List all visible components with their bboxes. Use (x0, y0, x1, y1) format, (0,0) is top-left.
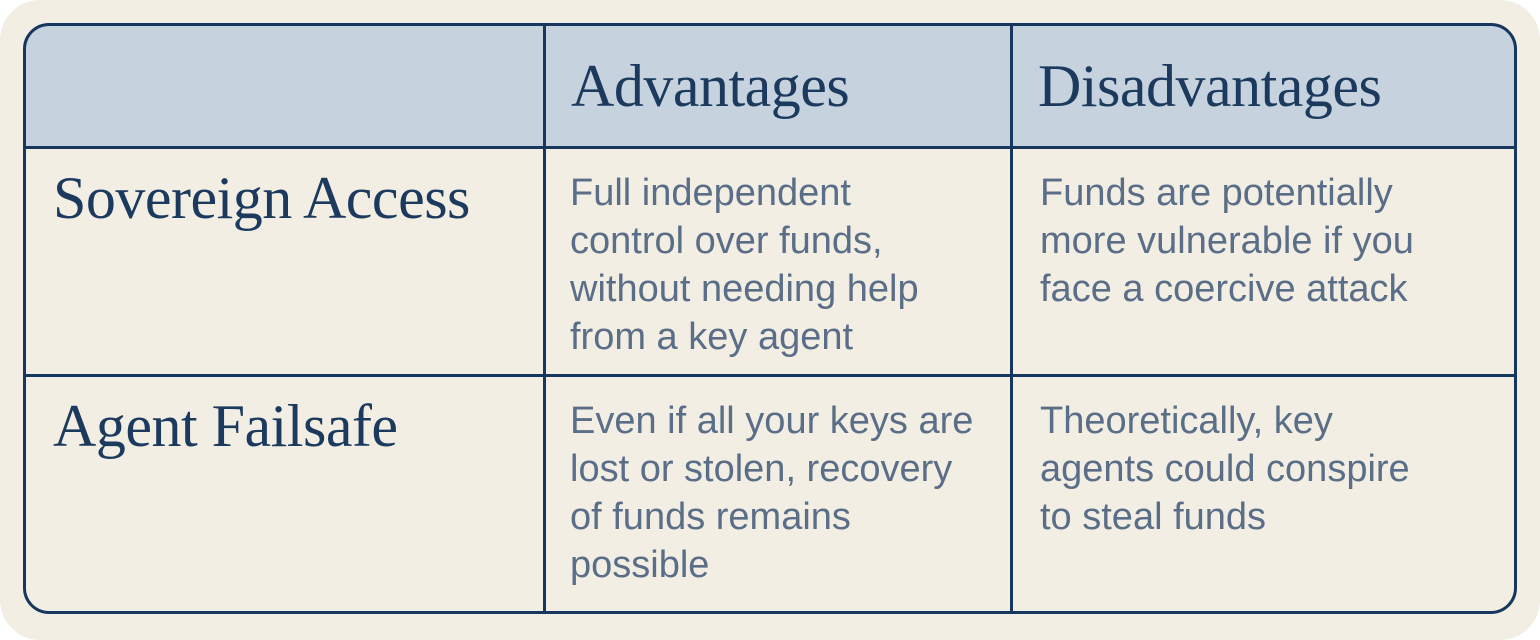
column-header-label: Disadvantages (1038, 53, 1382, 119)
row-label-agent-failsafe: Agent Failsafe (26, 377, 543, 611)
column-header-label: Advantages (571, 53, 850, 119)
comparison-table: Advantages Disadvantages Sovereign Acces… (23, 23, 1517, 614)
cell-sovereign-access-disadvantages: Funds are potentially more vulnerable if… (1013, 149, 1514, 374)
row-label-text: Agent Failsafe (53, 393, 398, 459)
cell-agent-failsafe-advantages: Even if all your keys are lost or stolen… (546, 377, 1010, 611)
header-cell-empty (26, 26, 543, 146)
row-label-text: Sovereign Access (53, 165, 470, 231)
header-cell-advantages: Advantages (546, 26, 1010, 146)
cell-sovereign-access-advantages: Full independent control over funds, wit… (546, 149, 1010, 374)
cell-agent-failsafe-disadvantages: Theoretically, key agents could conspire… (1013, 377, 1514, 611)
header-cell-disadvantages: Disadvantages (1013, 26, 1514, 146)
row-label-sovereign-access: Sovereign Access (26, 149, 543, 374)
